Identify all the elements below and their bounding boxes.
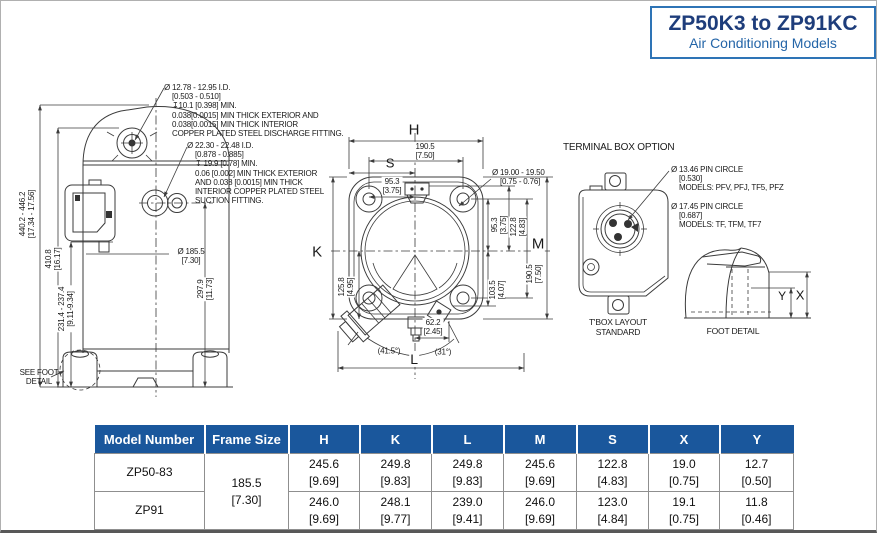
model-cell: ZP91 bbox=[94, 491, 205, 530]
discharge-fitting-note: Ø 12.78 - 12.95 I.D. [0.503 - 0.510] ↧10… bbox=[164, 83, 344, 138]
table-cell: 239.0 [9.41] bbox=[431, 491, 504, 530]
angle-label-2: (31°) bbox=[434, 347, 452, 357]
page-title: ZP50K3 to ZP91KC bbox=[668, 12, 858, 36]
foot-detail-drawing bbox=[684, 247, 811, 319]
dim-letter-k: K bbox=[312, 243, 322, 261]
terminal-box-caption: T'BOX LAYOUT STANDARD bbox=[588, 317, 648, 337]
table-cell: 246.0 [9.69] bbox=[503, 491, 577, 530]
col-header-l: L bbox=[430, 425, 504, 454]
col-header-x: X bbox=[647, 425, 720, 454]
title-box: ZP50K3 to ZP91KC Air Conditioning Models bbox=[650, 6, 876, 59]
top-view-drawing bbox=[329, 133, 553, 379]
see-foot-detail-note: SEE FOOT DETAIL bbox=[19, 367, 59, 386]
foot-detail-caption: FOOT DETAIL bbox=[706, 326, 760, 337]
dim-terminal-box-height: 231.4 - 237.4 [9.11-9.34] bbox=[56, 285, 76, 333]
col-header-s: S bbox=[575, 425, 649, 454]
table-cell: 246.0 [9.69] bbox=[288, 491, 360, 530]
engineering-drawing-canvas bbox=[38, 87, 811, 397]
dimensions-table: Model Number Frame Size H K L M S X Y ZP… bbox=[94, 425, 794, 530]
table-cell: 245.6 [9.69] bbox=[503, 453, 577, 492]
angle-label-1: (41.5°) bbox=[377, 346, 401, 356]
terminal-box-drawing bbox=[578, 170, 670, 315]
dim-letter-m: M bbox=[530, 235, 546, 253]
table-cell: 249.8 [9.83] bbox=[359, 453, 432, 492]
dim-letter-l: L bbox=[409, 350, 419, 368]
table-cell: 12.7 [0.50] bbox=[719, 453, 794, 492]
col-header-y: Y bbox=[718, 425, 794, 454]
col-header-h: H bbox=[287, 425, 360, 454]
table-cell: 249.8 [9.83] bbox=[431, 453, 504, 492]
table-cell: 122.8 [4.83] bbox=[576, 453, 649, 492]
dim-right-4: 103.5 [4.07] bbox=[487, 279, 507, 301]
table-cell: 19.1 [0.75] bbox=[648, 491, 720, 530]
col-header-model: Model Number bbox=[94, 425, 205, 454]
col-header-k: K bbox=[358, 425, 432, 454]
table-row: ZP50-83 185.5 [7.30] 245.6 [9.69] 249.8 … bbox=[94, 453, 794, 530]
dim-suction-height: 297.9 [11.73] bbox=[195, 276, 215, 302]
table-cell: 248.1 [9.77] bbox=[359, 491, 432, 530]
table-header-row: Model Number Frame Size H K L M S X Y bbox=[94, 425, 794, 454]
table-cell: 245.6 [9.69] bbox=[288, 453, 360, 492]
terminal-box-title: TERMINAL BOX OPTION bbox=[563, 142, 675, 153]
dim-right-1: 95.3 [3.75] bbox=[489, 214, 509, 236]
dim-half-spacing: 95.3 [3.75] bbox=[381, 176, 403, 196]
dim-bottom-offset: 62.2 [2.45] bbox=[422, 317, 444, 337]
table-row: ZP91 246.0 [9.69] 248.1 [9.77] 239.0 [9.… bbox=[94, 491, 794, 530]
dim-letter-y: Y bbox=[778, 289, 786, 304]
frame-size-cell: 185.5 [7.30] bbox=[204, 453, 289, 530]
col-header-frame: Frame Size bbox=[203, 425, 289, 454]
dim-letter-h: H bbox=[408, 121, 420, 139]
table-cell: 19.0 [0.75] bbox=[648, 453, 720, 492]
dim-left-offset: 125.8 [4.95] bbox=[336, 276, 356, 298]
table-cell: 11.8 [0.46] bbox=[719, 491, 794, 530]
dim-overall-height: 440.2 - 446.2 [17.34 - 17.56] bbox=[17, 188, 37, 240]
dim-bolt-spacing: 190.5 [7.50] bbox=[414, 141, 436, 161]
side-view-drawing bbox=[38, 87, 233, 397]
pin-circle-callout-small: Ø 13.46 PIN CIRCLE [0.530] MODELS: PFV, … bbox=[671, 165, 784, 193]
col-header-m: M bbox=[502, 425, 577, 454]
pin-circle-callout-large: Ø 17.45 PIN CIRCLE [0.687] MODELS: TF, T… bbox=[671, 202, 762, 230]
dim-shell-diameter: Ø 185.5 [7.30] bbox=[177, 246, 205, 265]
dim-letter-x: X bbox=[795, 287, 805, 303]
page-subtitle: Air Conditioning Models bbox=[689, 35, 837, 52]
suction-fitting-note: Ø 22.30 - 22.48 I.D. [0.878 - 0.885] ↧ 1… bbox=[187, 141, 324, 206]
bolt-hole-callout: Ø 19.00 - 19.50 [0.75 - 0.76] bbox=[492, 168, 545, 187]
dim-right-3: 190.5 [7.50] bbox=[524, 263, 544, 285]
model-cell: ZP50-83 bbox=[94, 453, 205, 492]
dim-letter-s: S bbox=[385, 155, 395, 171]
dim-fitting-height: 410.8 [16.17] bbox=[43, 246, 63, 272]
table-cell: 123.0 [4.84] bbox=[576, 491, 649, 530]
dim-right-2: 122.8 [4.83] bbox=[508, 216, 528, 238]
